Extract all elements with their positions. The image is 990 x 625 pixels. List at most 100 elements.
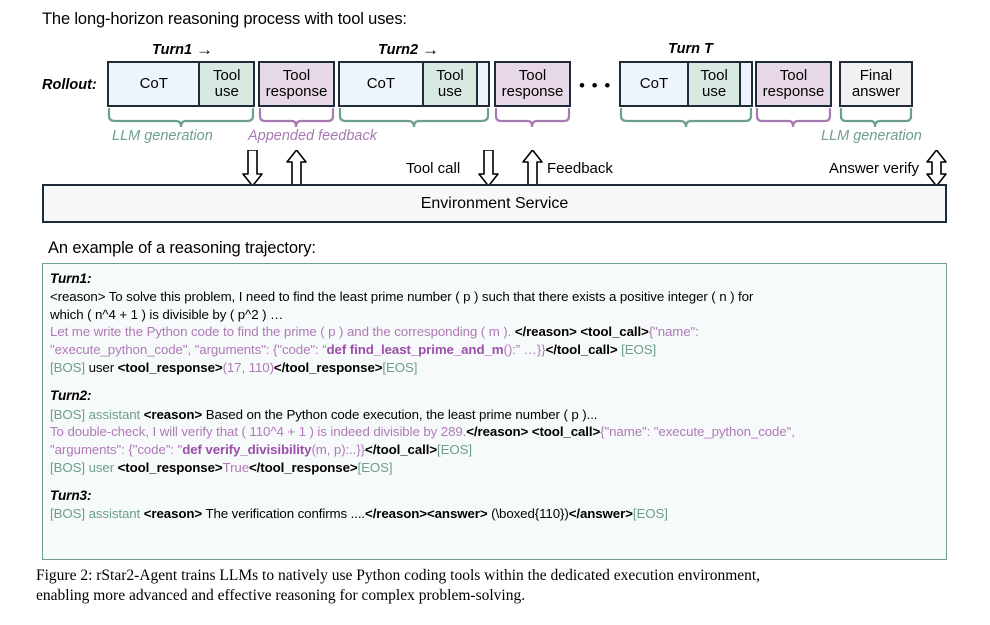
turn2-line4-eos: [EOS] [357,459,393,475]
turn2-line4-opentag: <tool_response> [117,459,223,475]
brace-turnt-icon [619,108,753,128]
turn2-line-2: To double-check, I will verify that ( 11… [50,423,940,441]
turn1-line-3: Let me write the Python code to find the… [50,323,940,341]
tool-response-box-1: Tool response [258,61,335,107]
rollout-label: Rollout: [42,77,97,93]
cot-label: CoT [139,74,168,92]
turn1-line4-eos: [EOS] [617,342,657,358]
turn1-line-1: <reason> To solve this problem, I need t… [50,288,940,306]
turn-label-1: Turn1 → [152,40,213,60]
turn3-line1-bos: [BOS] [50,506,85,522]
turn1-header: Turn1: [50,271,92,286]
turn2-line1-bos: [BOS] [50,406,85,422]
turn3-line1-text: The verification confirms .... [202,506,366,522]
turn2-line2-json: {"name": "execute_python_code", [600,424,795,440]
tool-response-box-t: Tool response [755,61,832,107]
turn1-line4-code: def find_least_prime_and_m [326,342,504,358]
brace-resp2-icon [494,108,571,128]
turn-label-2: Turn2 → [378,40,439,60]
turn1-line-4: "execute_python_code", "arguments": {"co… [50,341,940,359]
turn2-tool-use-segment: Tool use [421,63,477,105]
arrow-label-tool-call: Tool call [406,160,461,177]
turn3-line1-role: assistant [84,506,144,522]
environment-service-label: Environment Service [420,194,569,212]
turn1-line-5: [BOS] user <tool_response>(17, 110)</too… [50,359,940,377]
turn1-line2-text: which ( n^4 + 1 ) is divisible by ( p^2 … [50,306,284,322]
tool-response-label-line1: Tool [779,66,808,84]
brace-resp1-icon [258,108,335,128]
brace-caption-llm-generation-2: LLM generation [821,128,922,144]
cot-label: CoT [639,74,669,92]
turn1-line-2: which ( n^4 + 1 ) is divisible by ( p^2 … [50,306,940,324]
turn-t-group-box: CoT Tool use [619,61,753,107]
brace-group [107,108,913,128]
turn1-line4-json: "execute_python_code", "arguments": {"co… [50,342,327,358]
arrow-double-verify-icon [926,150,947,187]
tool-use-label-line2: use [437,83,463,100]
turn2-line-3: "arguments": {"code": "def verify_divisi… [50,441,940,459]
turn-label-1-text: Turn1 [152,42,193,58]
tool-response-label-line2: response [501,83,564,100]
turn2-line2-tags: </reason> <tool_call> [466,424,601,440]
arrow-label-feedback: Feedback [547,160,613,177]
arrow-up-1-icon [286,150,307,187]
turn3-line1-opentag: <reason> [143,506,203,522]
turn2-line3-closetag: </tool_call> [365,441,437,457]
turn1-tool-use-segment: Tool use [198,63,253,105]
figure-caption-line-2: enabling more advanced and effective rea… [36,587,526,605]
turn1-line5-closetag: </tool_response> [273,359,383,375]
turn3-line1-midtags: </reason><answer> [365,506,488,522]
turn3-header: Turn3: [50,488,92,504]
turn2-line3-json: "arguments": {"code": " [50,441,183,457]
tool-response-label-line2: response [762,83,825,100]
turn2-line3-code: def verify_divisibility [182,441,312,457]
figure-caption: Figure 2: rStar2-Agent trains LLMs to na… [36,566,966,607]
turn1-line3-json: {"name": [648,324,699,340]
tool-response-label-line1: Tool [518,66,547,84]
turn3-line1-answer: (\boxed{110}) [487,506,569,522]
brace-caption-llm-generation-1: LLM generation [112,128,213,144]
environment-service-bar: Environment Service [42,184,947,223]
turn-spacer-2 [50,476,940,487]
tool-response-box-2: Tool response [494,61,571,107]
turn-label-t-text: Turn T [668,41,713,57]
turn2-line4-role: user [84,459,118,475]
tool-use-label-line2: use [214,83,239,100]
arrow-group [242,150,947,187]
turn2-line-1: [BOS] assistant <reason> Based on the Py… [50,406,940,424]
cot-label: CoT [366,74,396,92]
tool-response-label-line2: response [265,83,328,100]
turn1-line4-json2: ():” …}} [503,342,546,358]
turn2-line4-closetag: </tool_response> [249,459,358,475]
turn1-line4-closetag: </tool_call> [545,342,618,358]
arrow-down-1-icon [242,150,263,187]
turn1-line5-value: (17, 110) [222,359,274,375]
turnt-tool-use-segment: Tool use [686,63,740,105]
turn-spacer-1 [50,376,940,387]
turnt-tail-segment [739,63,751,105]
turn2-line3-eos: [EOS] [437,441,472,457]
right-arrow-icon: → [422,40,440,59]
turn1-line5-eos: [EOS] [382,359,418,375]
figure-caption-line-1: Figure 2: rStar2-Agent trains LLMs to na… [36,567,761,584]
turn2-line-4: [BOS] user <tool_response>True</tool_res… [50,459,940,477]
turn2-tail-segment [476,63,489,105]
brace-final-icon [839,108,913,128]
turn2-line2-purple: To double-check, I will verify that ( 11… [50,424,467,440]
trajectory-box: Turn1: <reason> To solve this problem, I… [42,263,947,560]
turn1-line5-role: user [84,359,118,375]
turn3-line1-eos: [EOS] [632,506,668,522]
turn2-header: Turn2: [50,388,92,404]
tool-use-label-line2: use [702,83,727,100]
turn2-line1-role: assistant [84,406,144,422]
tool-response-label-line1: Tool [282,66,311,84]
page-title: The long-horizon reasoning process with … [42,10,407,28]
turn1-line5-opentag: <tool_response> [117,359,223,375]
turn2-line1-text: Based on the Python code execution, the … [202,406,598,422]
tool-use-label-line1: Tool [700,66,728,84]
ellipsis-icon: • • • [579,76,612,95]
turn1-line3-purple: Let me write the Python code to find the… [50,324,515,340]
turn2-line4-value: True [222,459,250,475]
tool-use-label-line1: Tool [212,66,241,84]
turnt-cot-segment: CoT [621,63,687,105]
